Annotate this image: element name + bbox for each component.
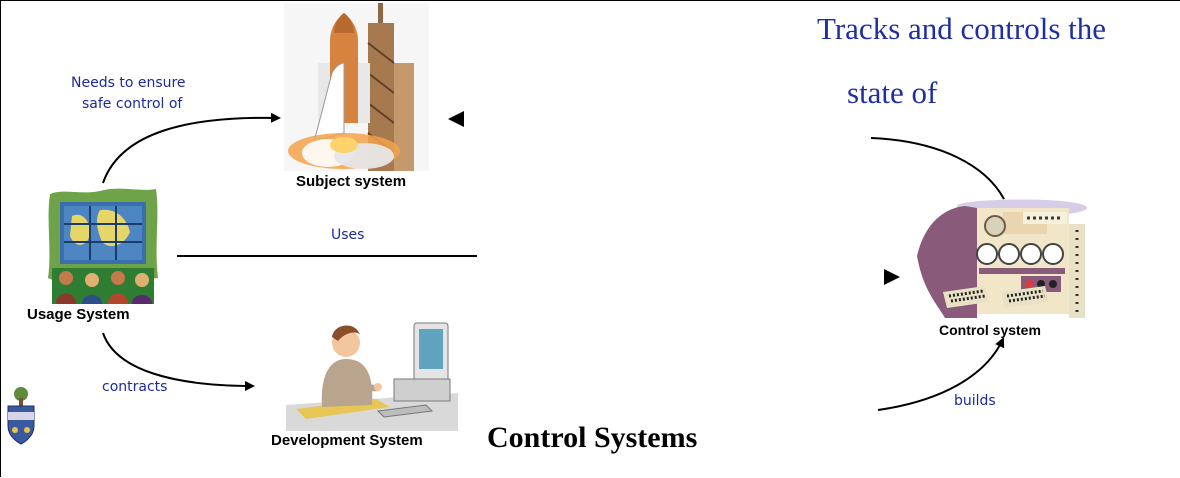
development-system-label: Development System: [271, 432, 423, 449]
contracts-arrow: [102, 332, 255, 391]
shuttle-pointer-arrowhead: [448, 111, 464, 127]
contracts-label: contracts: [102, 379, 168, 395]
space-shuttle-icon: [284, 3, 429, 171]
tracks-text-line1: Tracks and controls the: [817, 11, 1107, 46]
tracks-text-line2: state of: [847, 75, 938, 110]
ensure-label-line2: safe control of: [82, 96, 183, 112]
subject-system-label: Subject system: [296, 173, 407, 190]
control-panel-icon: [917, 199, 1087, 318]
ensure-arrow: [102, 112, 281, 184]
control-system-label: Control system: [939, 322, 1041, 338]
woman-at-computer-icon: [286, 322, 458, 431]
ensure-label-line1: Needs to ensure: [71, 75, 186, 91]
map-audience-icon: [48, 188, 158, 304]
builds-label: builds: [954, 393, 996, 409]
builds-arrow: [877, 337, 1005, 411]
tracks-curve: [870, 137, 1005, 200]
uses-label: Uses: [331, 227, 365, 243]
control-pointer-arrowhead: [884, 269, 900, 285]
usage-system-label: Usage System: [27, 306, 130, 323]
university-crest-icon: [7, 387, 35, 445]
page-title: Control Systems: [487, 421, 698, 454]
